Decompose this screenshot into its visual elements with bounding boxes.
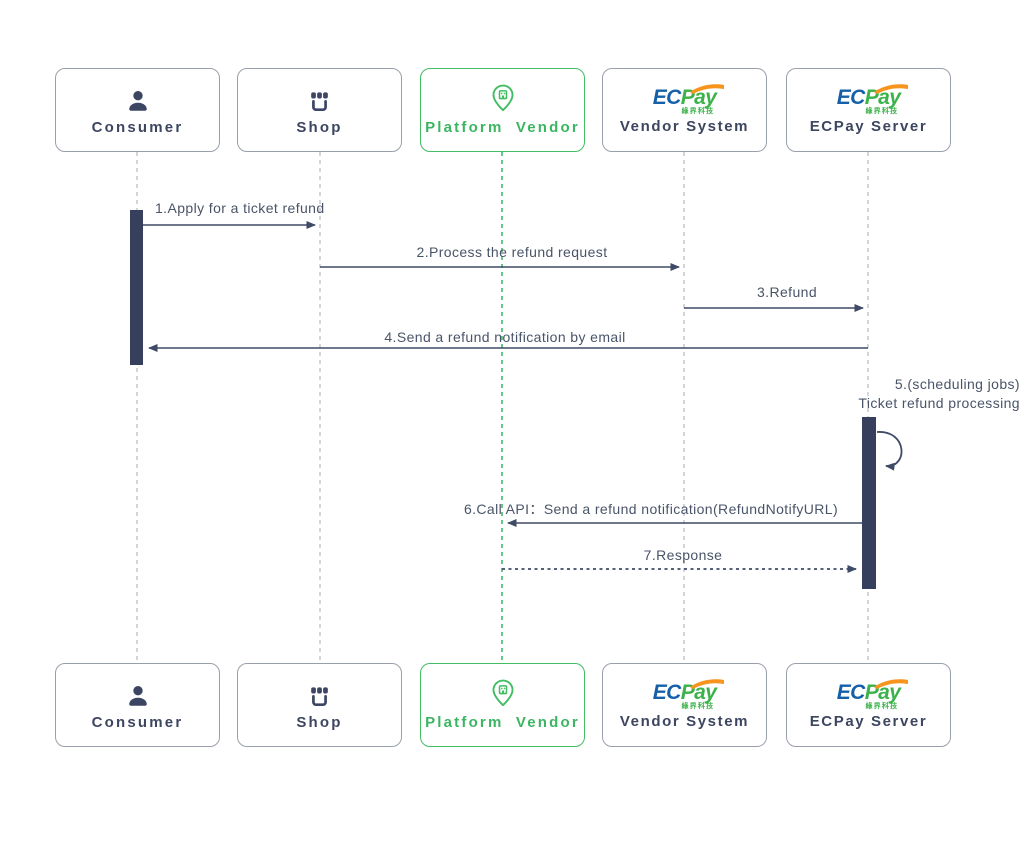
ecpay-logo-pay: Pay: [864, 680, 901, 704]
actor-label: Platform Vendor: [425, 713, 580, 731]
ecpay-logo-pay: Pay: [680, 85, 717, 109]
message-label-5: 5.(scheduling jobs) Ticket refund proces…: [858, 375, 1020, 413]
activation-bar-consumer: [130, 210, 143, 365]
ecpay-logo-ec: EC: [836, 85, 866, 109]
person-icon: [124, 681, 152, 711]
ecpay-swoosh-icon: [874, 83, 909, 94]
actor-shop-bottom: Shop: [237, 663, 402, 747]
ecpay-logo-subtext: 綠界科技: [865, 702, 899, 710]
ecpay-logo-subtext: 綠界科技: [681, 107, 715, 115]
actor-label: ECPay Server: [809, 712, 928, 730]
actor-vendor-system-top: ECPay 綠界科技 Vendor System: [602, 68, 767, 152]
ecpay-logo-pay: Pay: [864, 85, 901, 109]
message-label-6: 6.Call API：Send a refund notification(Re…: [463, 501, 839, 517]
activation-bar-ecpay-server: [862, 417, 876, 589]
message-label-1: 1.Apply for a ticket refund: [155, 200, 325, 216]
location-pin-icon: [488, 84, 518, 116]
message-label-2: 2.Process the refund request: [416, 244, 608, 260]
message-label-7: 7.Response: [643, 547, 723, 563]
ecpay-logo-subtext: 綠界科技: [681, 702, 715, 710]
ecpay-logo-ec: EC: [836, 680, 866, 704]
ecpay-logo-pay: Pay: [680, 680, 717, 704]
ecpay-swoosh-icon: [690, 678, 725, 689]
actor-label: Consumer: [91, 118, 184, 136]
ecpay-logo: ECPay 綠界科技: [652, 678, 725, 710]
message-label-5-line2: Ticket refund processing: [858, 395, 1020, 411]
ecpay-logo: ECPay 綠界科技: [836, 678, 909, 710]
ecpay-swoosh-icon: [690, 83, 725, 94]
actor-platform-vendor-bottom: Platform Vendor: [420, 663, 585, 747]
ecpay-logo: ECPay 綠界科技: [652, 83, 725, 115]
actor-vendor-system-bottom: ECPay 綠界科技 Vendor System: [602, 663, 767, 747]
actor-shop-top: Shop: [237, 68, 402, 152]
actor-consumer-bottom: Consumer: [55, 663, 220, 747]
storefront-icon: [306, 681, 333, 711]
actor-ecpay-server-bottom: ECPay 綠界科技 ECPay Server: [786, 663, 951, 747]
ecpay-swoosh-icon: [874, 678, 909, 689]
ecpay-logo-subtext: 綠界科技: [865, 107, 899, 115]
actor-label: Platform Vendor: [425, 118, 580, 136]
location-pin-icon: [488, 679, 518, 711]
arrow-msg5-self-loop: [876, 431, 903, 471]
actor-consumer-top: Consumer: [55, 68, 220, 152]
actor-label: Shop: [296, 713, 343, 731]
actor-platform-vendor-top: Platform Vendor: [420, 68, 585, 152]
actor-label: ECPay Server: [809, 117, 928, 135]
actor-label: Vendor System: [619, 117, 750, 135]
message-label-3: 3.Refund: [756, 284, 818, 300]
ecpay-logo-ec: EC: [652, 85, 682, 109]
storefront-icon: [306, 86, 333, 116]
ecpay-logo: ECPay 綠界科技: [836, 83, 909, 115]
actor-label: Shop: [296, 118, 343, 136]
person-icon: [124, 86, 152, 116]
actor-label: Vendor System: [619, 712, 750, 730]
actor-label: Consumer: [91, 713, 184, 731]
message-label-4: 4.Send a refund notification by email: [384, 329, 626, 345]
actor-ecpay-server-top: ECPay 綠界科技 ECPay Server: [786, 68, 951, 152]
message-label-5-line1: 5.(scheduling jobs): [894, 376, 1020, 392]
ecpay-logo-ec: EC: [652, 680, 682, 704]
